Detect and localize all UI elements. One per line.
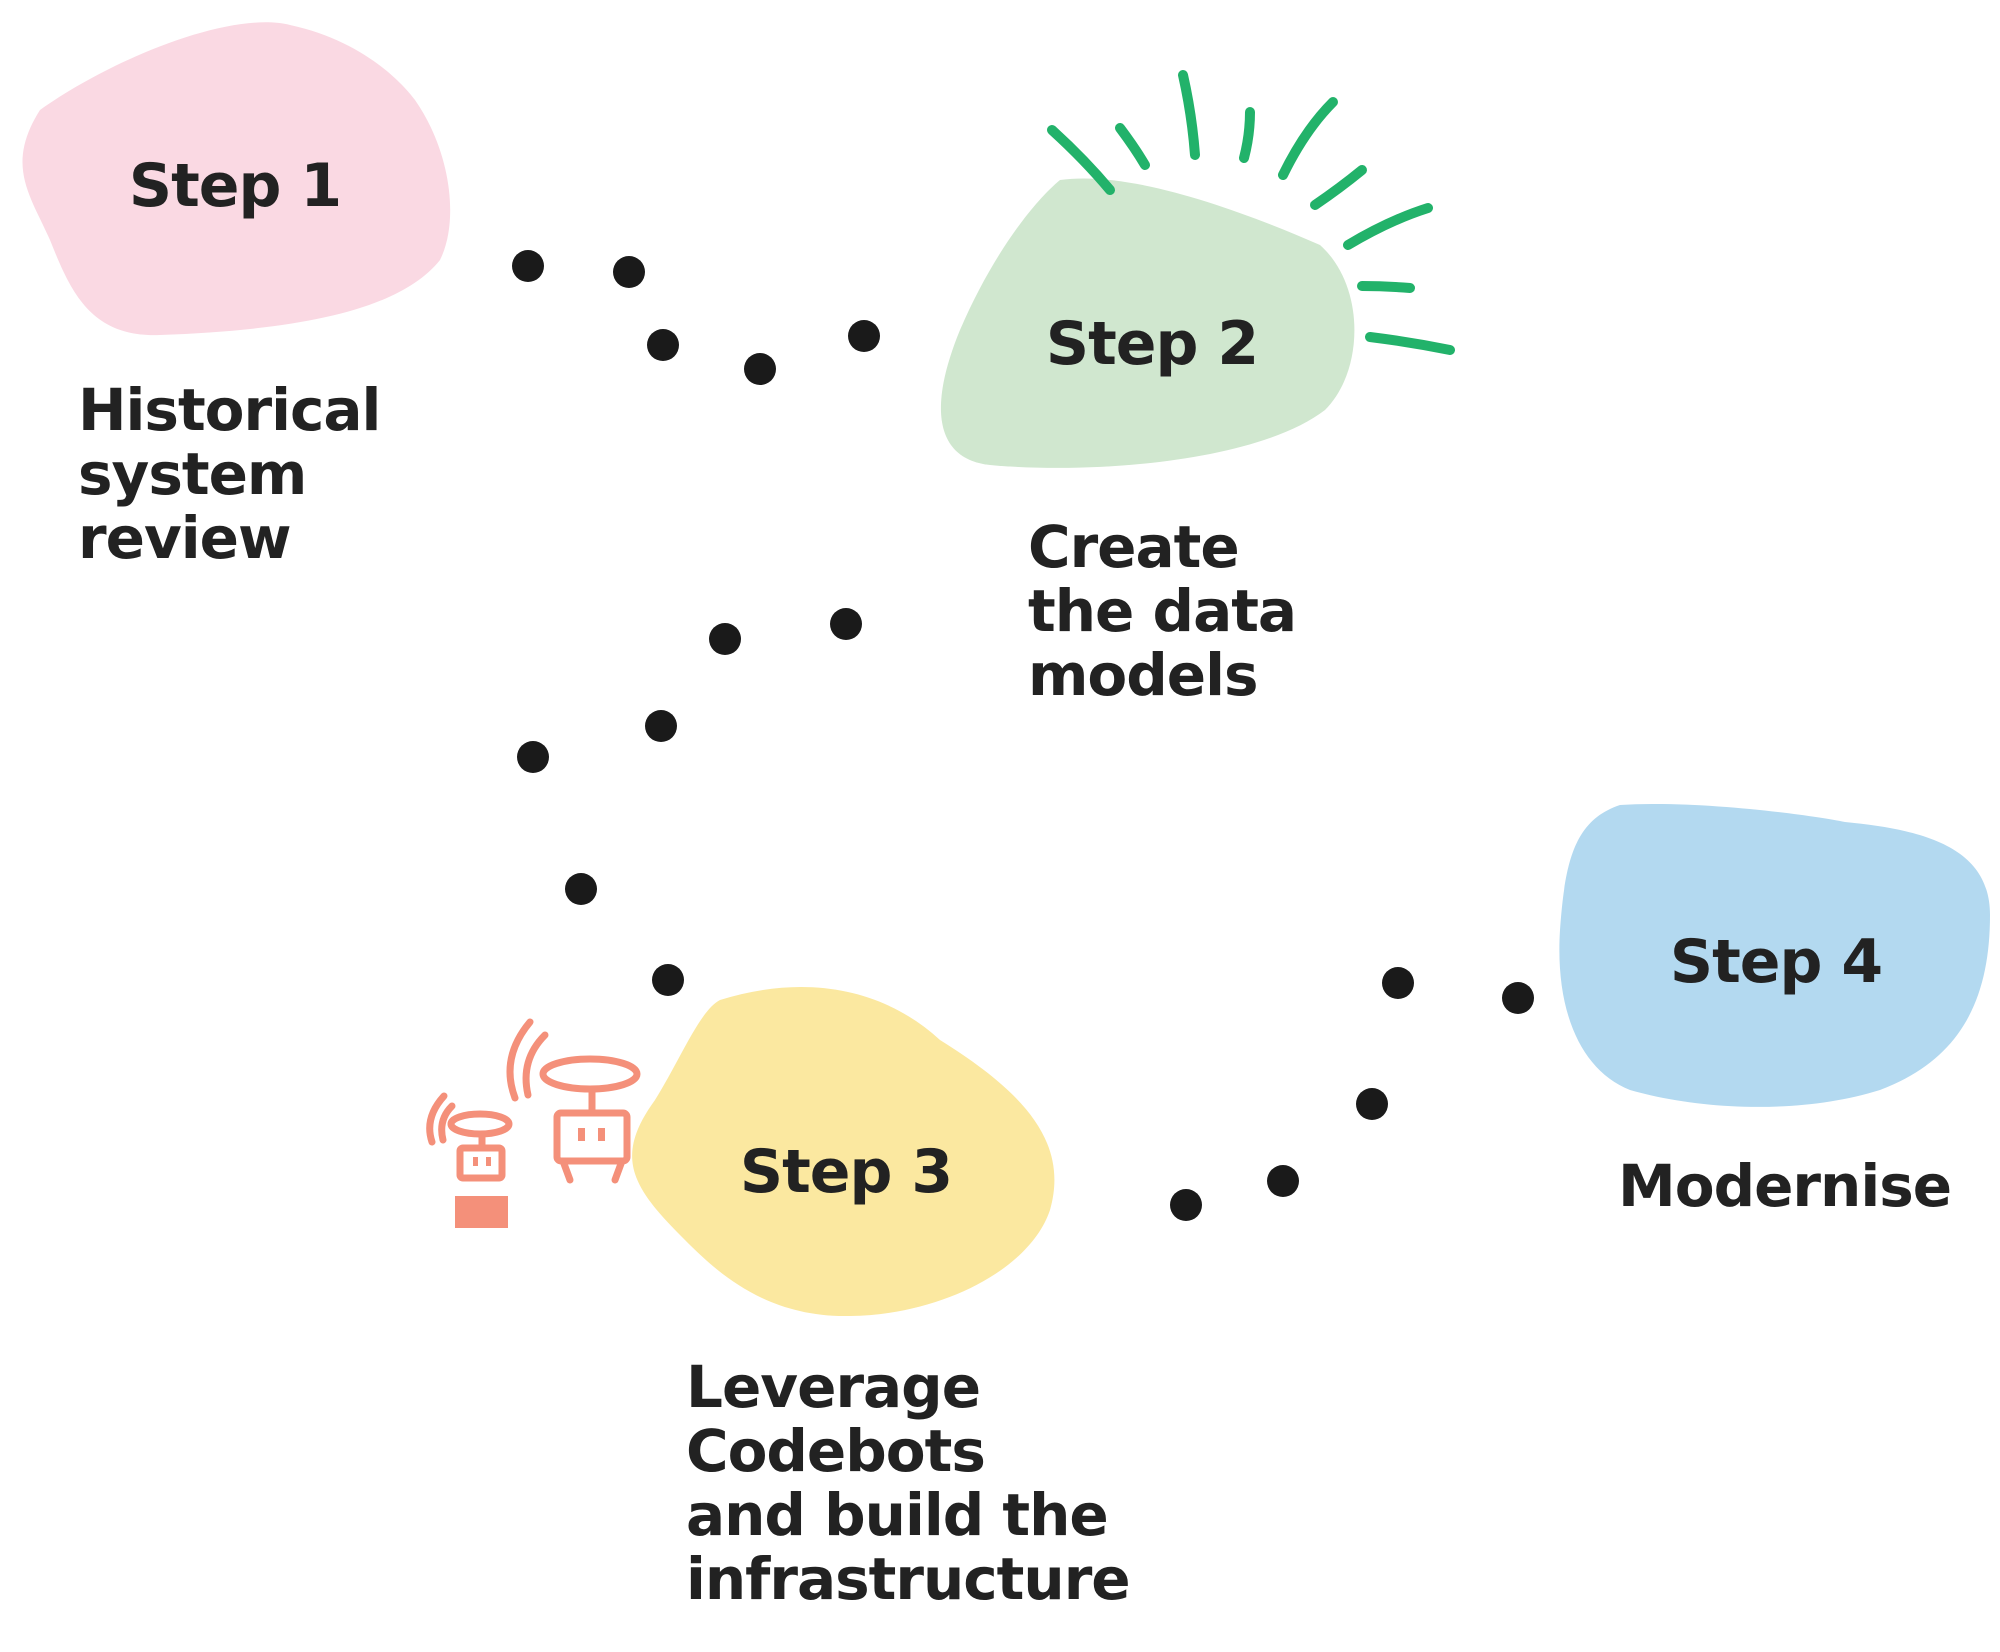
step-3-description-line: Codebots (686, 1417, 986, 1485)
burst-line (1365, 332, 1455, 355)
connector-dot (517, 741, 549, 773)
big-robot-eye (598, 1128, 605, 1141)
step-4-description-line: Modernise (1618, 1152, 1952, 1220)
step-2-description-line: Create (1028, 513, 1240, 581)
step-1-title: Step 1 (128, 151, 342, 221)
connector-dot (652, 964, 684, 996)
sunburst-lines-icon (1047, 70, 1455, 355)
connector-dot (1356, 1088, 1388, 1120)
burst-line (1047, 125, 1115, 195)
connector-dot (1502, 982, 1534, 1014)
step-4-description: Modernise (1618, 1152, 1952, 1220)
connector-dot (1267, 1165, 1299, 1197)
connector-dot (512, 250, 544, 282)
burst-line (1343, 203, 1433, 250)
step-2-description-line: models (1028, 641, 1259, 709)
burst-line (1239, 107, 1255, 163)
connector-dot (1170, 1189, 1202, 1221)
small-robot-signal (438, 1102, 456, 1144)
step-1-blob (22, 22, 451, 336)
small-robot-base (455, 1196, 508, 1228)
burst-line (1178, 70, 1200, 160)
step-4-title: Step 4 (1669, 927, 1883, 997)
connector-dot (744, 353, 776, 385)
big-robot-head (553, 1109, 631, 1165)
step-2-title: Step 2 (1045, 309, 1259, 379)
step-3-blob (632, 987, 1055, 1317)
step-2-description-line: the data (1028, 577, 1297, 645)
burst-line (1357, 281, 1415, 293)
big-robot-eye (578, 1128, 585, 1141)
connector-dot (565, 873, 597, 905)
step-2-blob (940, 178, 1355, 468)
big-robot-legs (559, 1157, 626, 1184)
step-1-description-line: review (78, 504, 292, 572)
connector-dot (613, 256, 645, 288)
step-1-description-line: system (78, 440, 307, 508)
codebots-robots-icon (426, 1018, 641, 1228)
connector-dots (512, 250, 1534, 1221)
step-3-title: Step 3 (739, 1137, 953, 1207)
step-3-description-line: Leverage (686, 1353, 981, 1421)
step-3-description-line: infrastructure (686, 1545, 1131, 1613)
big-robot-signal (506, 1018, 534, 1102)
step-3-description-line: and build the (686, 1481, 1109, 1549)
connector-dot (848, 320, 880, 352)
burst-line (1278, 97, 1338, 180)
step-4-blob (1559, 803, 1990, 1107)
step-2-description: Create the data models (1028, 513, 1297, 709)
connector-dot (1382, 967, 1414, 999)
step-1-description: Historical system review (78, 376, 381, 572)
big-robot-signal (522, 1031, 549, 1099)
step-1-description-line: Historical (78, 376, 381, 444)
small-robot-eye (473, 1157, 478, 1166)
connector-dot (830, 608, 862, 640)
connector-dot (709, 623, 741, 655)
small-robot-signal (426, 1092, 448, 1146)
small-robot-eye (486, 1157, 491, 1166)
big-robot-propeller (539, 1055, 641, 1093)
connector-dot (645, 710, 677, 742)
burst-line (1310, 165, 1367, 210)
connector-dot (647, 329, 679, 361)
small-robot-head (456, 1144, 506, 1182)
burst-line (1115, 123, 1150, 170)
step-3-description: Leverage Codebots and build the infrastr… (686, 1353, 1131, 1613)
small-robot-propeller (447, 1110, 513, 1138)
